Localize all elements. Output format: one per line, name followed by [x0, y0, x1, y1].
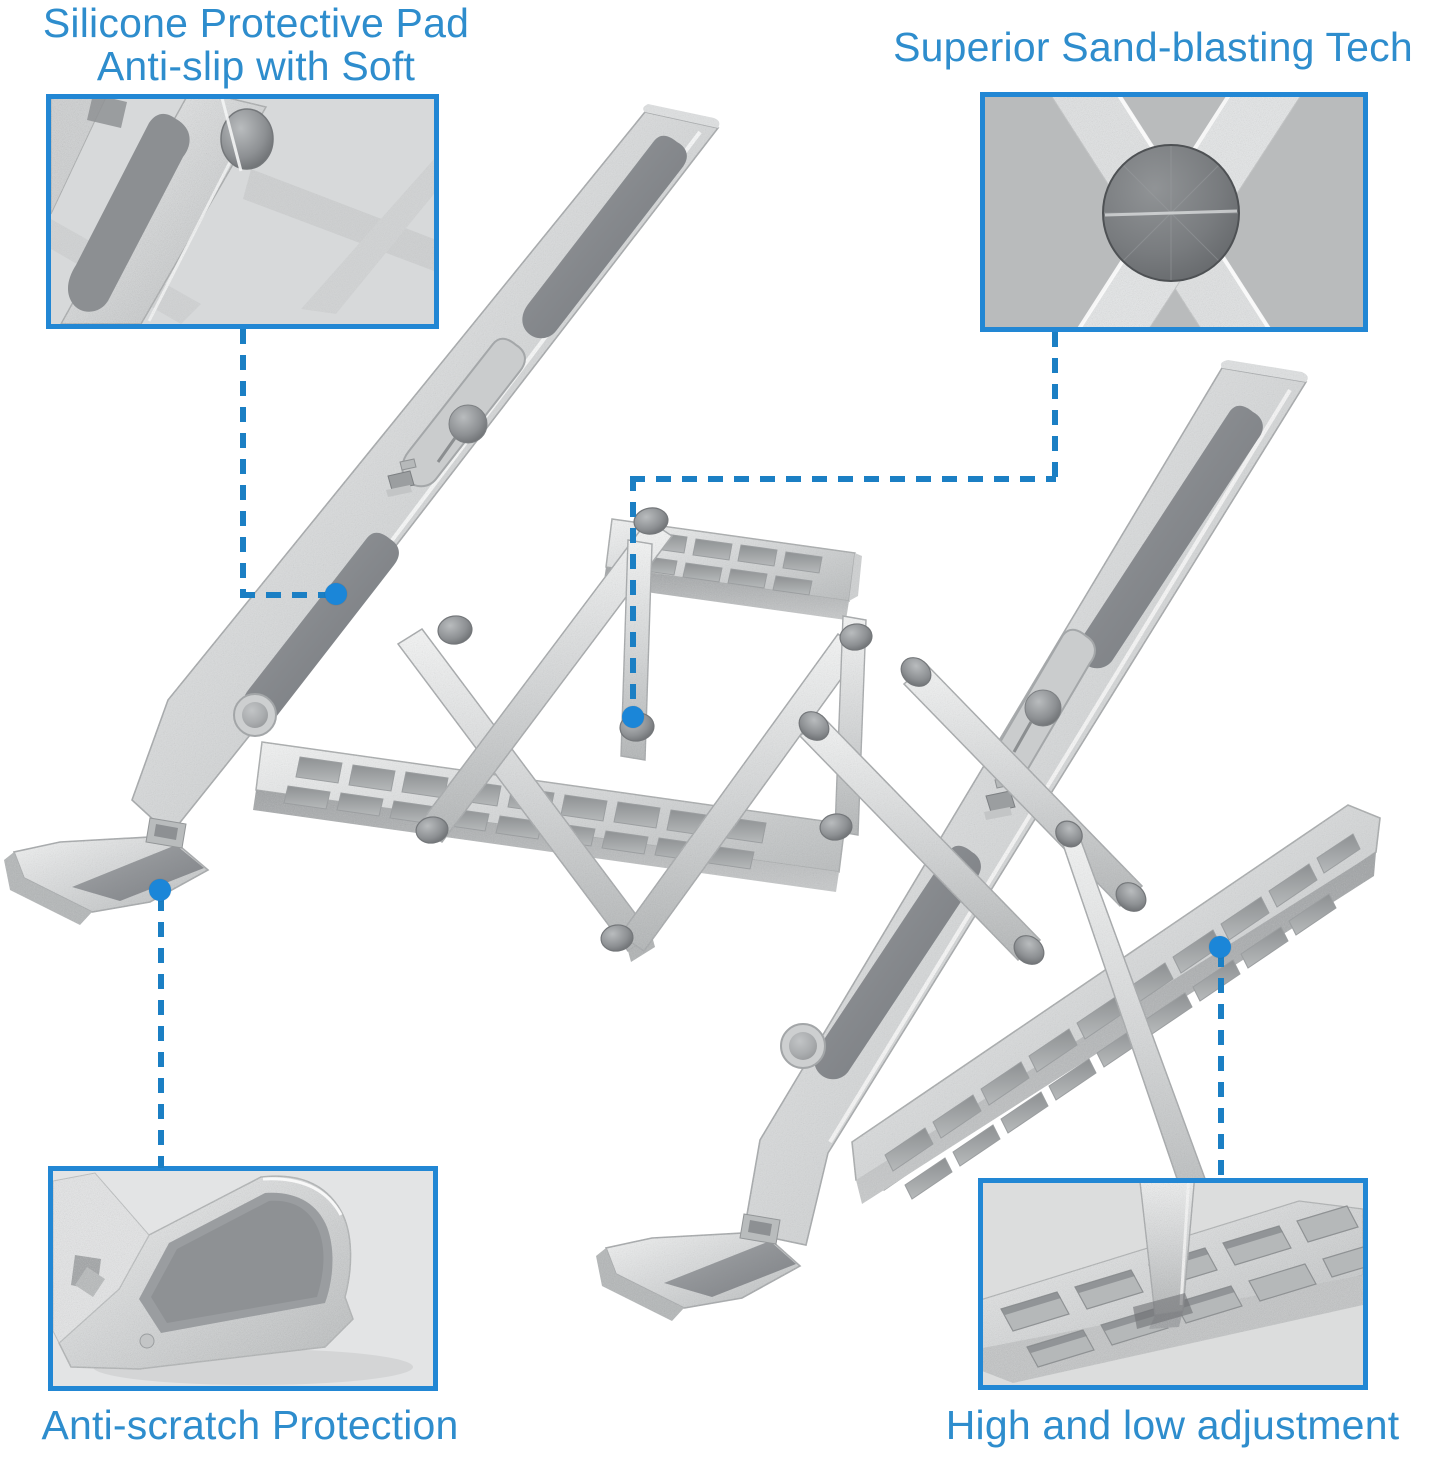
leader-anti-scratch-vertical: [158, 896, 164, 1168]
callout-anti-scratch: [48, 1166, 438, 1391]
callout-height-adjustment-image: [983, 1183, 1363, 1385]
callout-anti-scratch-image: [53, 1171, 433, 1386]
left-stand-rivets: [415, 507, 873, 952]
dot-anti-scratch: [149, 879, 171, 901]
leader-sand-blasting-vertical-1: [1052, 332, 1058, 482]
left-stand: [4, 104, 873, 962]
leader-silicone-pad-horizontal: [240, 592, 338, 598]
caption-sand-blasting: Superior Sand-blasting Tech: [893, 24, 1413, 70]
leader-sand-blasting-horizontal: [630, 476, 1056, 482]
leader-height-adjustment-vertical: [1218, 952, 1224, 1180]
right-stand-rivets: [798, 657, 1147, 965]
callout-sand-blasting: [980, 92, 1368, 332]
caption-anti-scratch: Anti-scratch Protection: [41, 1402, 459, 1448]
leader-silicone-pad-vertical: [240, 329, 246, 597]
caption-silicone-pad: Silicone Protective Pad Anti-slip with S…: [42, 0, 470, 90]
caption-height-adjustment: High and low adjustment: [945, 1402, 1400, 1448]
right-stand: [596, 360, 1381, 1321]
callout-silicone-pad-image: [51, 99, 434, 324]
callout-sand-blasting-image: [985, 97, 1363, 327]
dot-height-adjustment: [1209, 936, 1231, 958]
dot-silicone-pad: [325, 583, 347, 605]
dot-sand-blasting: [622, 706, 644, 728]
callout-height-adjustment: [978, 1178, 1368, 1390]
leader-sand-blasting-vertical-2: [630, 476, 636, 716]
callout-silicone-pad: [46, 94, 439, 329]
